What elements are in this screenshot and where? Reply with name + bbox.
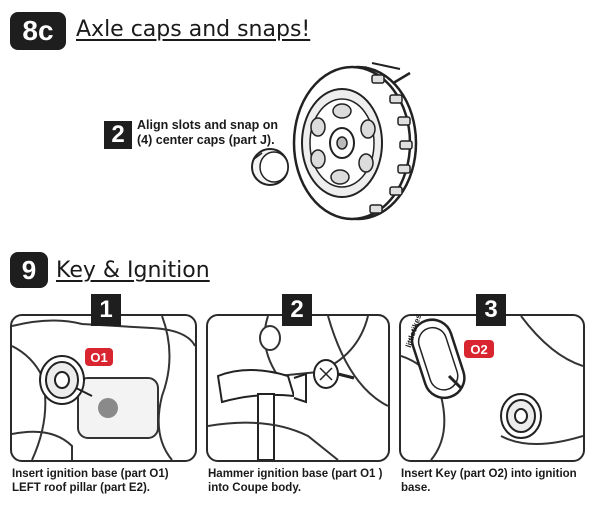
section-9-badge: 9 <box>10 252 48 288</box>
step-1-panel <box>10 314 197 462</box>
step-1-caption-line2: LEFT roof pillar (part E2). <box>12 482 151 494</box>
step-3-illustration <box>401 316 583 460</box>
step-2-caption: Hammer ignition base (part O1 ) into Cou… <box>208 467 382 495</box>
section-8c-step-line1: Align slots and snap on <box>137 118 278 132</box>
step-3-caption: Insert Key (part O2) into ignition base. <box>401 467 577 495</box>
step-2-number: 2 <box>282 294 312 326</box>
part-o2-tag: O2 <box>464 340 494 358</box>
step-1-caption: Insert ignition base (part O1) LEFT roof… <box>12 467 169 495</box>
section-8c-badge: 8c <box>10 12 66 50</box>
step-1-number: 1 <box>91 294 121 326</box>
step-3-caption-line1: Insert Key (part O2) into ignition <box>401 468 577 480</box>
section-8c-step-text: Align slots and snap on (4) center caps … <box>137 118 278 148</box>
section-8c-step-line2: (4) center caps (part J). <box>137 133 275 147</box>
wheel-illustration <box>251 62 418 221</box>
section-8c-step-number: 2 <box>104 121 132 149</box>
step-2-illustration <box>208 316 388 460</box>
step-3-number: 3 <box>476 294 506 326</box>
step-3-panel <box>399 314 585 462</box>
section-9-title: Key & Ignition <box>56 258 210 283</box>
step-1-caption-line1: Insert ignition base (part O1) <box>12 468 169 480</box>
section-8c-title: Axle caps and snaps! <box>76 17 311 42</box>
step-2-panel <box>206 314 390 462</box>
part-o1-tag: O1 <box>85 348 113 366</box>
step-1-illustration <box>12 316 195 460</box>
step-2-caption-line1: Hammer ignition base (part O1 ) <box>208 468 383 480</box>
step-2-caption-line2: into Coupe body. <box>208 482 302 494</box>
step-3-caption-line2: base. <box>401 482 431 494</box>
